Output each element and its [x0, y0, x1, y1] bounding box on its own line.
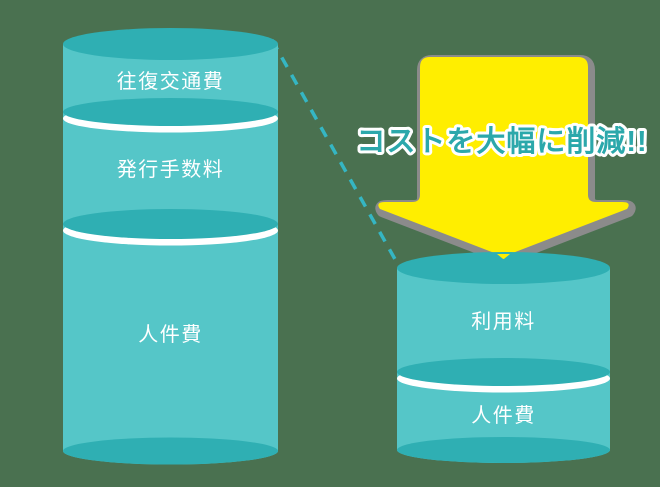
cylinder-top-ellipse	[397, 252, 610, 284]
before-cost-cylinder: 往復交通費 発行手数料 人件費	[63, 28, 278, 465]
after-cost-cylinder: 利用料 人件費	[397, 252, 610, 464]
before-section-label-personnel: 人件費	[138, 323, 203, 346]
cylinder-body	[63, 44, 278, 465]
cost-reduction-arrow	[375, 55, 636, 264]
reduction-dashed-line	[270, 39, 398, 262]
after-section-label-usage-fee: 利用料	[471, 310, 536, 333]
after-section-label-personnel: 人件費	[471, 404, 536, 427]
down-arrow-tip-overlap	[497, 254, 510, 259]
down-arrow-icon	[378, 57, 629, 256]
separator-ellipse	[397, 358, 610, 386]
separator-ellipse	[63, 209, 278, 239]
cylinder-bottom-ellipse	[63, 437, 278, 465]
cylinder-top-ellipse	[63, 28, 278, 60]
cost-reduction-caption: コストを大幅に削減!!	[356, 125, 647, 158]
cylinder-bottom-ellipse	[397, 437, 610, 463]
before-section-label-transport: 往復交通費	[117, 70, 225, 93]
before-section-label-issuance-fee: 発行手数料	[117, 158, 225, 181]
separator-ellipse	[63, 98, 278, 126]
